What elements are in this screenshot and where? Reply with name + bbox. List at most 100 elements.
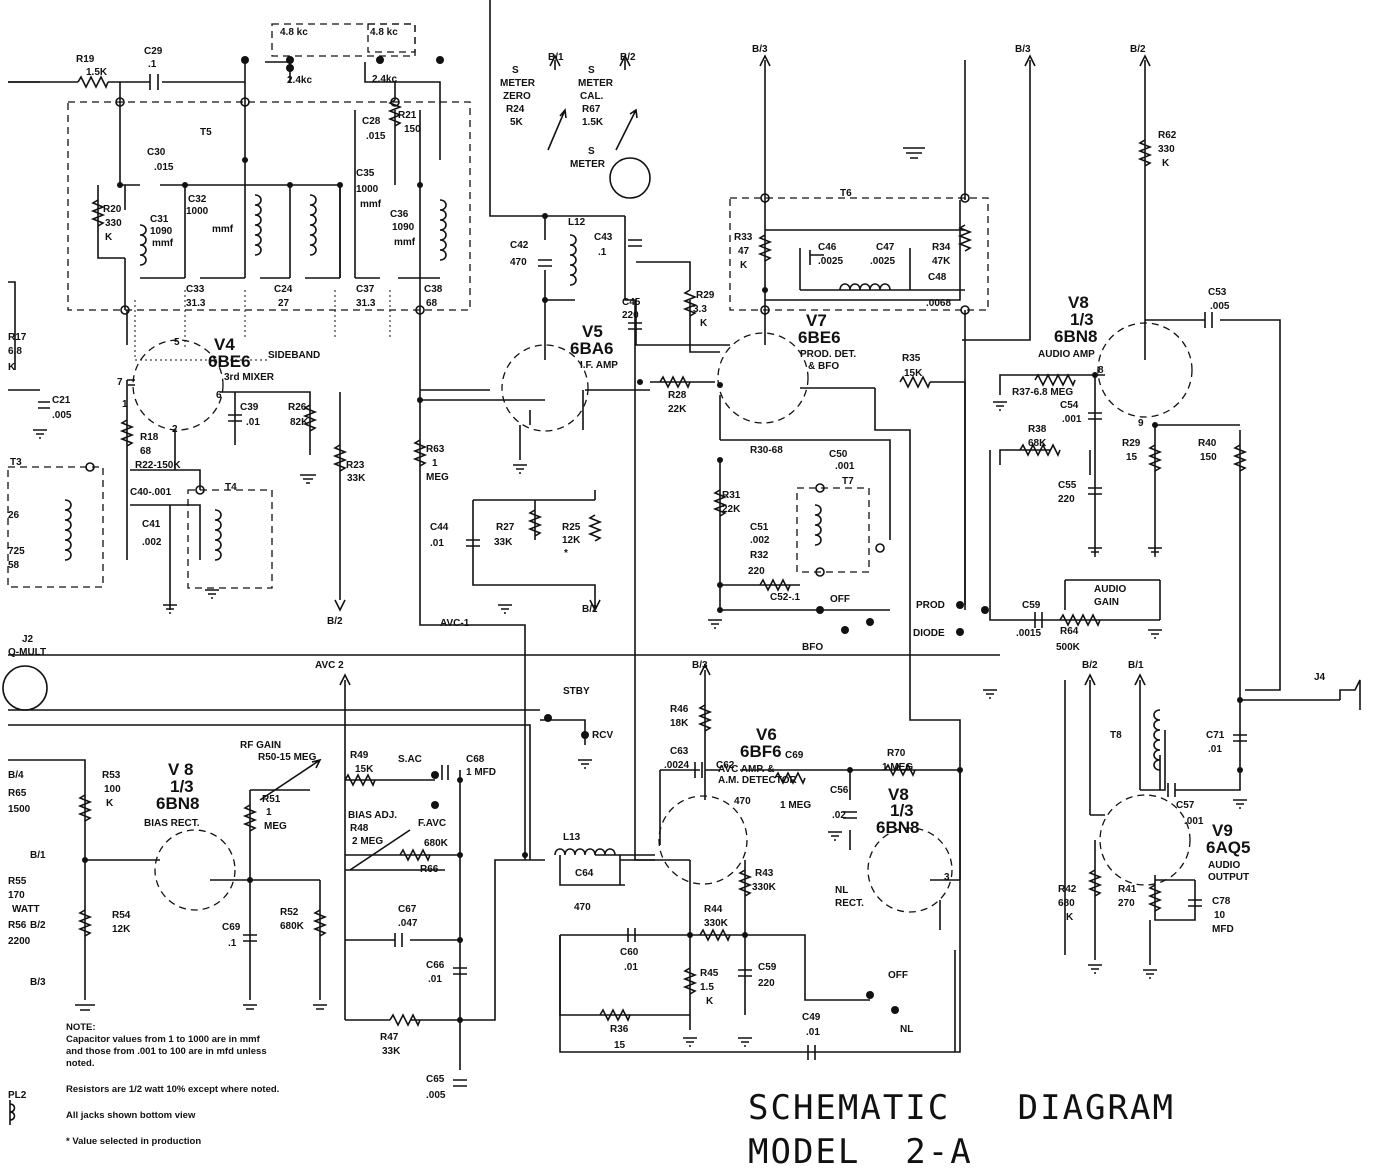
label-r29c: K <box>700 318 708 329</box>
label-r22: R22-150K <box>135 460 181 471</box>
label-b1b: B/1 <box>1128 660 1144 671</box>
label-r46a: R46 <box>670 704 689 715</box>
label-c59xb: 220 <box>758 978 775 989</box>
label-r63a: R63 <box>426 444 445 455</box>
v8c-type: 6BN8 <box>156 794 199 813</box>
label-r65a: R65 <box>8 788 27 799</box>
label-r17c: K <box>8 362 16 373</box>
label-c34b: 27 <box>278 298 290 309</box>
arrow-terminals <box>334 54 1151 686</box>
label-c31b: 1090 <box>150 226 173 237</box>
label-r49a: R49 <box>350 750 369 761</box>
label-r29xb: 15 <box>1126 452 1138 463</box>
label-r55c: WATT <box>12 904 40 915</box>
v6-name: V6 <box>756 725 777 744</box>
label-r26b: 82K <box>290 417 309 428</box>
label-r17b: 6.8 <box>8 346 22 357</box>
tube-v4-envelope <box>132 339 224 431</box>
label-r41a: R41 <box>1118 884 1137 895</box>
label-c46a: C46 <box>818 242 837 253</box>
label-b3d: B/3 <box>30 977 46 988</box>
label-r42b: 680 <box>1058 898 1075 909</box>
capacitor-symbols <box>38 74 1247 1087</box>
label-c71b: .01 <box>1208 744 1222 755</box>
label-r51c: MEG <box>264 821 287 832</box>
label-prod: PROD <box>916 600 945 611</box>
label-c65a: C65 <box>426 1074 445 1085</box>
notes-line: Resistors are 1/2 watt 10% except where … <box>66 1084 280 1095</box>
label-r47a: R47 <box>380 1032 399 1043</box>
label-b2f: B/2 <box>30 920 46 931</box>
label-smc5: 1.5K <box>582 117 604 128</box>
v9-name: V9 <box>1212 821 1233 840</box>
notes-line: noted. <box>66 1058 95 1069</box>
diagram-title: SCHEMATIC DIAGRAM <box>748 1088 1175 1128</box>
label-r20b: 330 <box>105 218 122 229</box>
label-c54a: C54 <box>1060 400 1079 411</box>
label-smz4: R24 <box>506 104 525 115</box>
label-t6: T6 <box>840 188 852 199</box>
label-c64b: 470 <box>574 902 591 913</box>
label-rfgain1: RF GAIN <box>240 740 281 751</box>
label-c35a: C35 <box>356 168 375 179</box>
v9-type: 6AQ5 <box>1206 838 1250 857</box>
label-c35b: 1000 <box>356 184 379 195</box>
label-c50b: .001 <box>835 461 855 472</box>
label-p8: 8 <box>1098 365 1104 376</box>
label-r19a: R19 <box>76 54 95 65</box>
label-avc2: AVC 2 <box>315 660 344 671</box>
label-r65b: 1500 <box>8 804 31 815</box>
v7-function-1: PROD. DET. <box>800 349 856 360</box>
open-terminal-circles <box>85 97 970 577</box>
label-c66b: .01 <box>428 974 442 985</box>
label-audiogain1: AUDIO <box>1094 584 1126 595</box>
label-c78b: 10 <box>1214 910 1226 921</box>
label-sac: S.AC <box>398 754 422 765</box>
tube-v8c-envelope <box>154 829 236 911</box>
label-r31a: R31 <box>722 490 741 501</box>
label-p5: 5 <box>174 337 180 348</box>
label-r66b: R66 <box>420 864 439 875</box>
label-c29a: C29 <box>144 46 163 57</box>
label-c57b: .001 <box>1184 816 1204 827</box>
label-p2: 2 <box>172 424 178 435</box>
label-smc3: CAL. <box>580 91 604 102</box>
label-c38b: 68 <box>426 298 438 309</box>
resistor-symbols <box>77 75 1248 1027</box>
label-c51a: C51 <box>750 522 769 533</box>
v8b-function-1: NL <box>835 885 848 896</box>
label-c78c: MFD <box>1212 924 1234 935</box>
label-r36a: R36 <box>610 1024 629 1035</box>
label-l12: L12 <box>568 217 586 228</box>
label-r27a: R27 <box>496 522 515 533</box>
label-c31a: C31 <box>150 214 169 225</box>
label-r21a: R21 <box>398 110 417 121</box>
label-b3b: B/3 <box>1015 44 1031 55</box>
label-r29xa: R29 <box>1122 438 1141 449</box>
label-b2c: B/2 <box>327 616 343 627</box>
label-r29b: 3.3 <box>693 304 707 315</box>
notes-block: NOTE: Capacitor values from 1 to 1000 ar… <box>66 1022 376 1148</box>
label-c33a: C33 <box>186 284 205 295</box>
label-r19b: 1.5K <box>86 67 108 78</box>
label-r28a: R28 <box>668 390 687 401</box>
label-c47b: .0025 <box>870 256 895 267</box>
label-c36b: 1090 <box>392 222 415 233</box>
label-c30b: .015 <box>154 162 174 173</box>
v7-function-2: & BFO <box>808 361 839 372</box>
label-r28b: 22K <box>668 404 687 415</box>
label-r51a: R51 <box>262 794 281 805</box>
label-c40: C40-.001 <box>130 487 172 498</box>
label-smc2: METER <box>578 78 614 89</box>
label-c54b: .001 <box>1062 414 1082 425</box>
label-kc24b: 2.4kc <box>372 74 397 85</box>
label-r20a: R20 <box>103 204 122 215</box>
label-r23a: R23 <box>346 460 365 471</box>
label-c66a: C66 <box>426 960 445 971</box>
label-b3c: B/3 <box>692 660 708 671</box>
label-t5: T5 <box>200 127 212 138</box>
junction-dots <box>82 56 1243 1023</box>
v7-name: V7 <box>806 311 827 330</box>
label-c37a: C37 <box>356 284 375 295</box>
